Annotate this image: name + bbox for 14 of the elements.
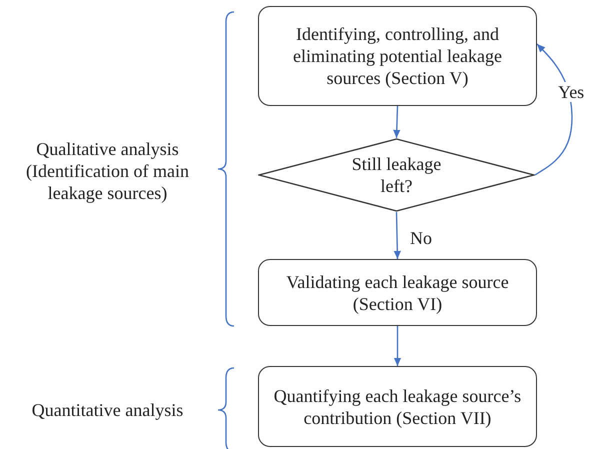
arrow [393,106,400,138]
arrow [394,212,401,260]
brace-label: Qualitative analysis (Identification of main leakage sources) [25,138,190,204]
process-box [258,366,537,447]
process-box [258,6,537,106]
edge-label: Yes [556,82,586,102]
node-text: Identifying, controlling, and eliminating potential leakage sources (Section V) [292,23,503,89]
node-text: Quantifying each leakage source’s contribution (Section VII) [272,384,522,428]
process-box [258,259,537,326]
brace-label: Quantitative analysis [30,399,184,421]
arrow [394,326,402,366]
node-text: Validating each leakage source (Section VI) [285,270,510,314]
node-text: Still leakage left? [350,153,442,197]
decision-diamond [258,138,535,212]
